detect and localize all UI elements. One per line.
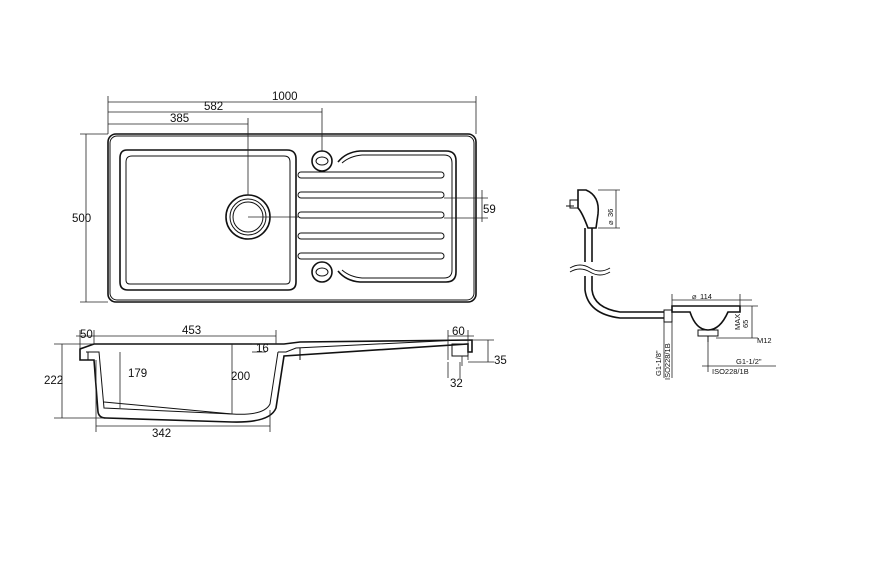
- dim-groove-spacing: 59: [483, 204, 496, 216]
- diameter-symbol-basket: ⌀: [692, 292, 697, 301]
- drainer-outline: [337, 150, 457, 283]
- dim-max-value: 65: [741, 320, 750, 328]
- outlet-thread: G1-1/2": [736, 357, 762, 366]
- dim-bowl-width: 453: [182, 325, 201, 337]
- waste-kit-detail: [566, 189, 741, 342]
- bowl-outline: [119, 149, 297, 291]
- dim-overall-width: 1000: [272, 91, 298, 103]
- overflow-hose: [584, 276, 664, 319]
- section-view-dimensions: 50 453 60 222 179 200 16 35 32 342: [44, 325, 507, 440]
- section-profile: [79, 339, 473, 423]
- bolt-size: M12: [757, 336, 772, 345]
- basket-strainer: [663, 305, 741, 342]
- dim-bowl-bottom: 342: [152, 428, 171, 440]
- tap-hole-top: [311, 150, 333, 172]
- dim-rim-right: 60: [452, 326, 465, 338]
- overflow-standard: ISO228/1B: [663, 343, 672, 380]
- outlet-standard: ISO228/1B: [712, 367, 749, 376]
- top-view-dimensions: 1000 582 385 500 59: [72, 91, 496, 303]
- dim-rim-left: 50: [80, 329, 93, 341]
- drainer-grooves: [297, 171, 445, 260]
- overflow-thread: G1-1/8": [654, 350, 663, 376]
- dim-basket-diameter: 114: [700, 292, 712, 301]
- sink-section-view: [79, 339, 473, 423]
- dim-depth-right: 200: [231, 371, 250, 383]
- dim-height-total: 222: [44, 375, 63, 387]
- tap-hole-bottom: [311, 261, 333, 283]
- sink-top-view: [107, 133, 477, 303]
- overflow-head: [566, 189, 600, 229]
- dim-overflow-diameter: 36: [606, 209, 615, 217]
- dim-depth-left: 179: [128, 368, 147, 380]
- diameter-symbol-top: ⌀: [606, 220, 615, 225]
- dim-overall-depth: 500: [72, 213, 91, 225]
- dim-drainer-edge: 32: [450, 378, 463, 390]
- dim-max-label: MAX: [733, 314, 742, 330]
- dim-waste-center: 385: [170, 113, 189, 125]
- waste-detail-dimensions: 36 ⌀ ⌀ 114 MAX 65 M12 G1-1/8" ISO228/1B …: [598, 189, 776, 380]
- dim-drainer-height: 35: [494, 355, 507, 367]
- dim-tap-hole: 582: [204, 101, 223, 113]
- dim-rim-step: 16: [256, 343, 269, 355]
